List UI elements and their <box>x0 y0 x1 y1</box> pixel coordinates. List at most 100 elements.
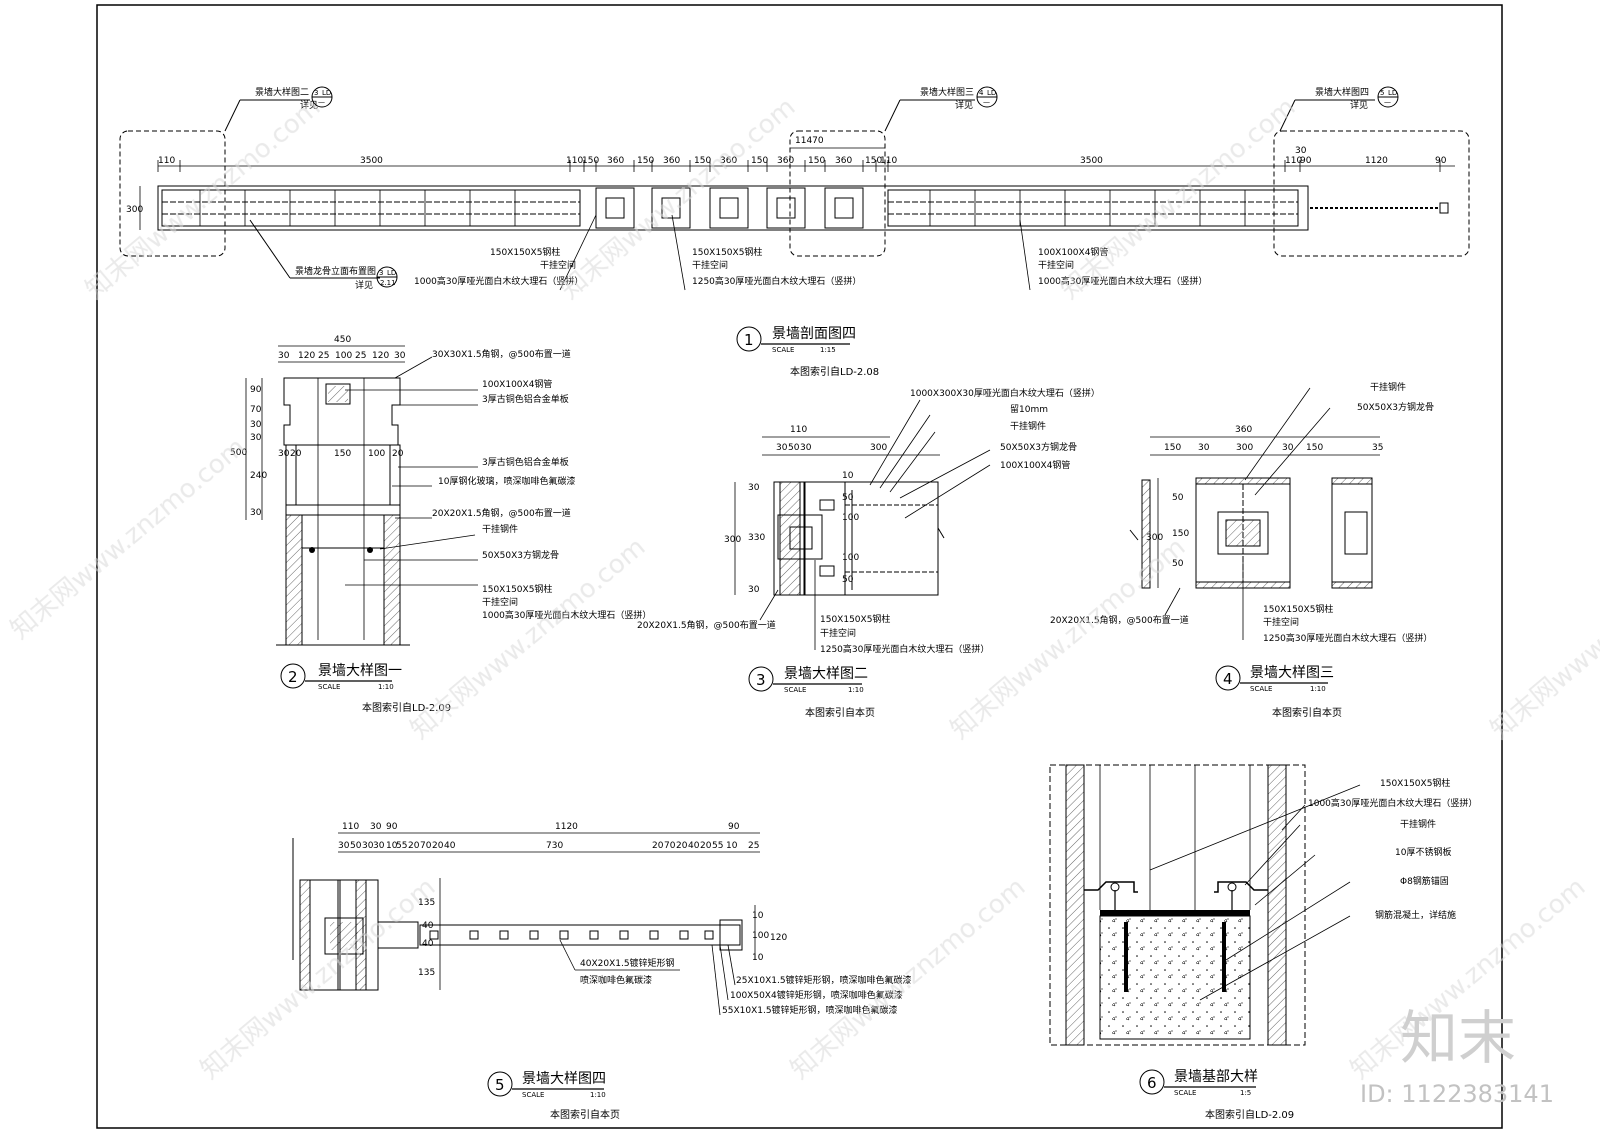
svg-text:知末网www.znzmo.com: 知末网www.znzmo.com <box>1055 92 1301 305</box>
detail3-note-text: 1000X300X30厚哑光面白木纹大理石（竖拼） 留10mm 干挂钢件 50X… <box>637 387 1100 655</box>
svg-text:3厚古铜色铝合金单板: 3厚古铜色铝合金单板 <box>482 393 569 405</box>
svg-text:30: 30 <box>250 433 262 443</box>
svg-text:知末网www.znzmo.com: 知末网www.znzmo.com <box>80 92 326 305</box>
watermark-logo: 知末 <box>1400 1004 1516 1072</box>
watermark-id: ID: 1122383141 <box>1360 1080 1554 1108</box>
svg-text:135: 135 <box>418 968 435 978</box>
svg-text:90: 90 <box>250 385 262 395</box>
plan-notes-a: 150X150X5钢柱 干挂空间 1000高30厚哑光面白木纹大理石（竖拼） <box>414 214 597 291</box>
detail2-drawing <box>245 345 410 646</box>
detail2-note-text: 30X30X1.5角钢，@500布置一道 100X100X4钢管 3厚古铜色铝合… <box>432 348 651 621</box>
plan-callout-1: 景墙大样图二 详见 3 LD — <box>224 86 333 132</box>
svg-text:Φ8钢筋锚固: Φ8钢筋锚固 <box>1400 875 1449 887</box>
svg-text:SCALE: SCALE <box>1174 1089 1196 1097</box>
svg-text:300: 300 <box>724 535 741 545</box>
svg-text:1250高30厚哑光面白木纹大理石（竖拼）: 1250高30厚哑光面白木纹大理石（竖拼） <box>820 643 989 655</box>
svg-text:3厚古铜色铝合金单板: 3厚古铜色铝合金单板 <box>482 456 569 468</box>
plan-dim-overall: 11470 <box>795 136 824 146</box>
svg-text:1000高30厚哑光面白木纹大理石（竖拼）: 1000高30厚哑光面白木纹大理石（竖拼） <box>1308 797 1477 809</box>
svg-text:本图索引自本页: 本图索引自本页 <box>1272 706 1342 719</box>
svg-text:150X150X5钢柱: 150X150X5钢柱 <box>490 246 560 258</box>
svg-text:150: 150 <box>751 156 768 166</box>
svg-text:知末网www.znzmo.com: 知末网www.znzmo.com <box>405 532 651 745</box>
svg-text:150: 150 <box>1172 529 1189 539</box>
svg-text:30: 30 <box>278 351 290 361</box>
svg-text:景墙基部大样: 景墙基部大样 <box>1174 1068 1258 1085</box>
svg-text:20: 20 <box>432 841 444 851</box>
svg-text:1000高30厚哑光面白木纹大理石（竖拼）: 1000高30厚哑光面白木纹大理石（竖拼） <box>414 275 583 287</box>
svg-text:300: 300 <box>1236 443 1253 453</box>
svg-text:干挂钢件: 干挂钢件 <box>1010 420 1046 432</box>
plan-notes-b: 150X150X5钢柱 干挂空间 1250高30厚哑光面白木纹大理石（竖拼） <box>671 214 861 291</box>
svg-text:40X20X1.5镀锌矩形钢: 40X20X1.5镀锌矩形钢 <box>580 957 675 969</box>
svg-text:100X100X4钢管: 100X100X4钢管 <box>482 378 552 390</box>
svg-text:1000高30厚哑光面白木纹大理石（竖拼）: 1000高30厚哑光面白木纹大理石（竖拼） <box>482 609 651 621</box>
svg-text:100: 100 <box>335 351 352 361</box>
svg-text:景墙龙骨立面布置图: 景墙龙骨立面布置图 <box>295 265 376 277</box>
svg-text:LD: LD <box>322 89 331 97</box>
svg-text:70: 70 <box>250 405 262 415</box>
svg-text:40: 40 <box>422 921 434 931</box>
svg-text:100: 100 <box>842 553 859 563</box>
svg-text:50: 50 <box>1172 559 1184 569</box>
svg-text:30: 30 <box>338 841 350 851</box>
svg-text:干挂钢件: 干挂钢件 <box>1400 818 1436 830</box>
svg-text:SCALE: SCALE <box>318 683 340 691</box>
svg-text:90: 90 <box>1435 156 1447 166</box>
svg-text:120: 120 <box>372 351 389 361</box>
svg-text:LD: LD <box>1388 89 1397 97</box>
svg-text:100: 100 <box>842 513 859 523</box>
svg-text:20X20X1.5角钢，@500布置一道: 20X20X1.5角钢，@500布置一道 <box>432 507 571 519</box>
svg-text:干挂空间: 干挂空间 <box>482 596 518 608</box>
svg-text:100X50X4镀锌矩形钢，喷深咖啡色氟碳漆: 100X50X4镀锌矩形钢，喷深咖啡色氟碳漆 <box>730 989 903 1001</box>
svg-text:4: 4 <box>1223 670 1233 688</box>
svg-text:20: 20 <box>392 449 404 459</box>
svg-text:1:10: 1:10 <box>590 1091 606 1099</box>
svg-text:100: 100 <box>368 449 385 459</box>
svg-text:1:10: 1:10 <box>378 683 394 691</box>
svg-text:10: 10 <box>752 953 764 963</box>
svg-text:50X50X3方钢龙骨: 50X50X3方钢龙骨 <box>1000 441 1077 453</box>
svg-text:150: 150 <box>865 156 882 166</box>
detail3-drawing <box>734 436 945 596</box>
svg-text:150X150X5钢柱: 150X150X5钢柱 <box>482 583 552 595</box>
svg-text:知末网www.znzmo.com: 知末网www.znzmo.com <box>945 532 1191 745</box>
svg-text:景墙大样图三: 景墙大样图三 <box>920 86 974 98</box>
svg-text:100: 100 <box>752 931 769 941</box>
detail6-notes <box>1149 784 1361 1001</box>
plan-dim-height: 300 <box>126 205 143 215</box>
svg-text:500: 500 <box>230 448 247 458</box>
svg-text:150: 150 <box>808 156 825 166</box>
svg-text:1120: 1120 <box>1365 156 1388 166</box>
svg-text:50: 50 <box>788 443 800 453</box>
detail2-dims: 450 30 120 25 100 25 120 30 500 90 70 30… <box>230 335 406 518</box>
svg-text:—: — <box>1384 98 1391 106</box>
plan-notes-c: 100X100X4钢管 干挂空间 1000高30厚哑光面白木纹大理石（竖拼） <box>1019 219 1207 291</box>
svg-text:150X150X5钢柱: 150X150X5钢柱 <box>692 246 762 258</box>
svg-text:90: 90 <box>1300 156 1312 166</box>
svg-text:3500: 3500 <box>1080 156 1103 166</box>
svg-text:360: 360 <box>607 156 624 166</box>
svg-text:3500: 3500 <box>360 156 383 166</box>
svg-text:40: 40 <box>444 841 456 851</box>
plan-title: 1 景墙剖面图四 SCALE 1:15 本图索引自LD-2.08 <box>736 326 879 378</box>
svg-text:SCALE: SCALE <box>1250 685 1272 693</box>
svg-text:干挂钢件: 干挂钢件 <box>482 523 518 535</box>
svg-text:110: 110 <box>566 156 583 166</box>
sheet-border <box>96 4 1503 1129</box>
svg-text:10厚钢化玻璃，喷深咖啡色氟碳漆: 10厚钢化玻璃，喷深咖啡色氟碳漆 <box>438 475 575 487</box>
svg-text:本图索引自LD-2.08: 本图索引自LD-2.08 <box>790 365 879 378</box>
svg-text:50X50X3方钢龙骨: 50X50X3方钢龙骨 <box>482 549 559 561</box>
svg-text:110: 110 <box>880 156 897 166</box>
svg-text:30: 30 <box>748 483 760 493</box>
detail5-title: 5 景墙大样图四 SCALE 1:10 本图索引自本页 <box>487 1071 620 1121</box>
svg-text:25: 25 <box>748 841 759 851</box>
svg-text:240: 240 <box>250 471 267 481</box>
svg-text:55: 55 <box>712 841 723 851</box>
svg-text:干挂空间: 干挂空间 <box>692 259 728 271</box>
svg-text:110: 110 <box>342 822 359 832</box>
svg-text:本图索引自LD-2.09: 本图索引自LD-2.09 <box>362 701 451 714</box>
detail4-note-text: 干挂钢件 50X50X3方钢龙骨 20X20X1.5角钢，@500布置一道 15… <box>1050 381 1434 644</box>
svg-text:30: 30 <box>373 841 385 851</box>
svg-text:35: 35 <box>1372 443 1383 453</box>
